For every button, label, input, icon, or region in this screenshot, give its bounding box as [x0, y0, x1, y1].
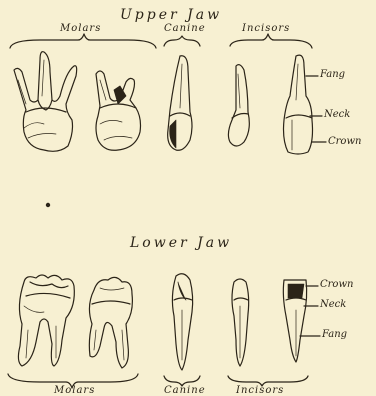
upper-fang-label: Fang [320, 70, 345, 80]
lower-incisor-side [232, 279, 249, 366]
lower-molars-label: Molars [54, 386, 95, 396]
lower-fang-label: Fang [322, 330, 347, 340]
lower-neck-label: Neck [320, 300, 346, 310]
upper-molar-1 [14, 52, 77, 152]
upper-molars-label: Molars [60, 24, 101, 34]
upper-incisor-front [284, 55, 313, 154]
upper-incisors-bracket [230, 34, 312, 48]
upper-canine [168, 56, 192, 151]
stray-dot [46, 203, 49, 206]
upper-jaw-title: Upper Jaw [120, 8, 222, 22]
lower-incisors-label: Incisors [236, 386, 284, 396]
upper-incisor-side [228, 65, 249, 146]
upper-incisors-label: Incisors [242, 24, 290, 34]
upper-molar-2 [96, 71, 141, 150]
lower-molar-1 [18, 275, 74, 366]
lower-incisor-front [283, 280, 306, 362]
lower-crown-label: Crown [320, 280, 353, 290]
upper-canine-label: Canine [164, 24, 206, 34]
upper-neck-label: Neck [324, 110, 350, 120]
upper-canine-bracket [164, 36, 200, 46]
lower-canine-label: Canine [164, 386, 206, 396]
lower-molar-2 [89, 277, 132, 368]
lower-canine [172, 274, 192, 370]
upper-molars-bracket [10, 34, 156, 48]
upper-crown-label: Crown [328, 137, 361, 147]
lower-jaw-title: Lower Jaw [130, 236, 232, 250]
